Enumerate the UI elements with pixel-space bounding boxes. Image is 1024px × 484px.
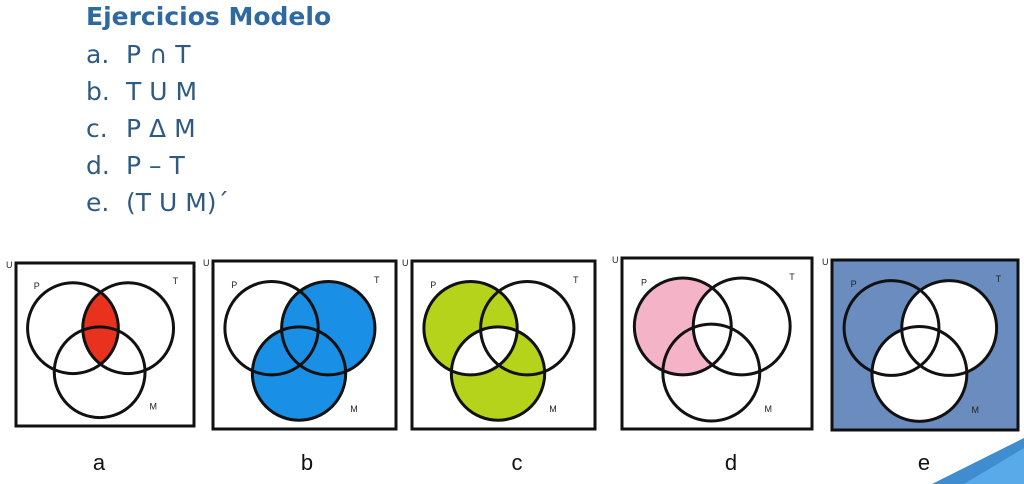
circle-m [52, 325, 147, 420]
set-label-p: P [641, 277, 647, 287]
set-label-m: M [350, 404, 358, 414]
exercise-expression: P ∩ T [126, 40, 191, 69]
universe-label: U [402, 258, 409, 268]
circle-m [661, 322, 762, 423]
circle-t [280, 280, 377, 377]
exercise-expression: T U M [126, 77, 198, 106]
venn-diagram-d: U P T M [612, 255, 814, 431]
circle-m [449, 325, 547, 422]
set-label-p: P [34, 281, 40, 291]
slide-title: Ejercicios Modelo [86, 2, 332, 31]
universe-label: U [822, 257, 829, 267]
exercise-expression: (T U M)´ [126, 188, 230, 217]
diagram-caption-d: d [724, 450, 738, 475]
exercise-item-e: e. (T U M)´ [86, 184, 229, 221]
set-label-t: T [789, 272, 795, 282]
exercise-item-a: a. P ∩ T [86, 36, 229, 73]
set-label-p: P [231, 280, 237, 290]
circle-p [842, 279, 941, 377]
exercise-letter: a. [86, 40, 110, 69]
universe-label: U [203, 258, 210, 268]
set-label-t: T [573, 275, 579, 285]
diagram-caption-e: e [917, 450, 931, 475]
exercise-letter: c. [86, 114, 108, 143]
circle-m [250, 325, 348, 422]
unshaded-region [871, 326, 967, 422]
universe-label: U [612, 255, 619, 265]
circle-p [26, 281, 120, 376]
set-label-m: M [150, 402, 158, 412]
exercise-item-d: d. P – T [86, 147, 229, 184]
set-label-m: M [972, 405, 980, 415]
diagram-caption-c: c [511, 450, 523, 475]
set-label-t: T [173, 276, 179, 286]
circle-t [900, 279, 999, 377]
set-label-p: P [430, 280, 436, 290]
circle-t [479, 280, 576, 377]
circle-p [632, 276, 733, 377]
exercise-letter: b. [86, 77, 110, 106]
set-label-m: M [765, 404, 773, 414]
exercise-expression: P – T [126, 151, 185, 180]
unshaded-region [693, 277, 791, 375]
exercise-letter: d. [86, 151, 110, 180]
exercise-item-c: c. P Δ M [86, 110, 229, 147]
set-label-t: T [996, 274, 1002, 284]
shaded-region [252, 326, 346, 421]
circle-p [223, 280, 320, 377]
set-label-p: P [851, 279, 857, 289]
exercise-expression: P Δ M [126, 114, 196, 143]
circle-t [81, 281, 176, 376]
venn-diagram-c: U P T M [402, 258, 597, 431]
diagram-caption-b: b [300, 450, 314, 475]
shaded-region [82, 282, 119, 374]
universe-label: U [6, 260, 13, 270]
venn-diagram-e: U P T M [822, 257, 1020, 432]
exercise-item-b: b. T U M [86, 73, 229, 110]
exercise-letter: e. [86, 188, 110, 217]
exercise-list: a. P ∩ T b. T U M c. P Δ M d. P – T e. (T U M… [86, 36, 229, 221]
set-label-m: M [549, 404, 557, 414]
venn-diagram-b: U P T M [203, 258, 398, 431]
diagram-caption-a: a [92, 450, 106, 475]
venn-diagram-a: U P T M [6, 260, 196, 428]
circle-p [422, 280, 519, 377]
corner-decoration [932, 438, 1024, 484]
circle-m [870, 324, 969, 423]
set-label-t: T [374, 275, 380, 285]
